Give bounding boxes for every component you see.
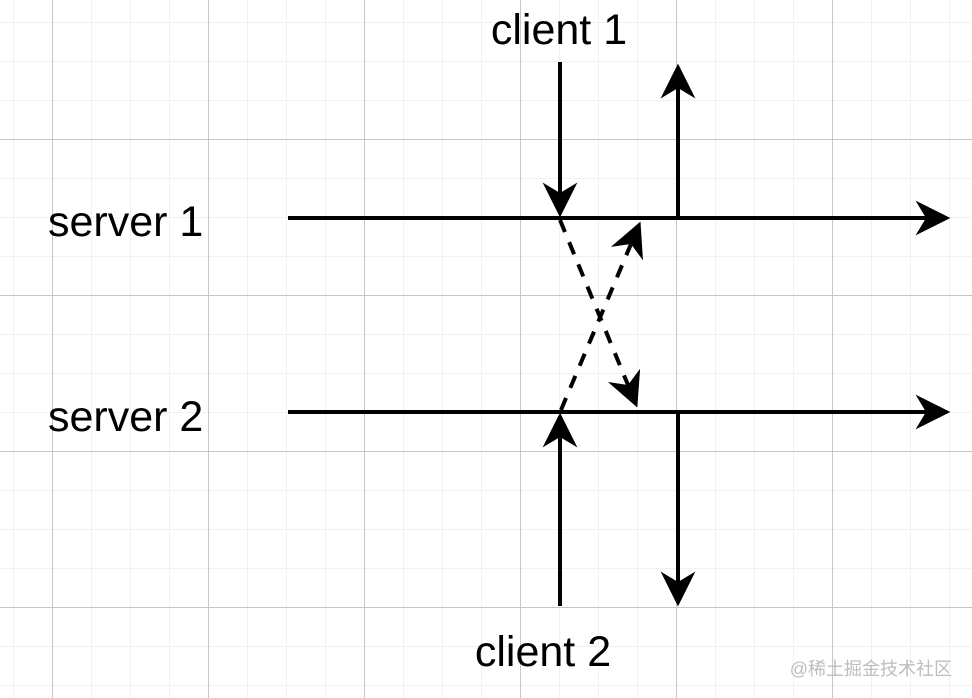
server2-to-server1-dashed-arrow: [559, 221, 643, 411]
server2-label: server 2: [48, 393, 203, 441]
server1-label: server 1: [48, 198, 203, 246]
client2-label: client 2: [475, 628, 611, 676]
client1-label: client 1: [491, 6, 627, 54]
server1-to-server2-dashed-arrow: [558, 219, 641, 408]
juejin-watermark: @稀土掘金技术社区: [790, 659, 952, 679]
